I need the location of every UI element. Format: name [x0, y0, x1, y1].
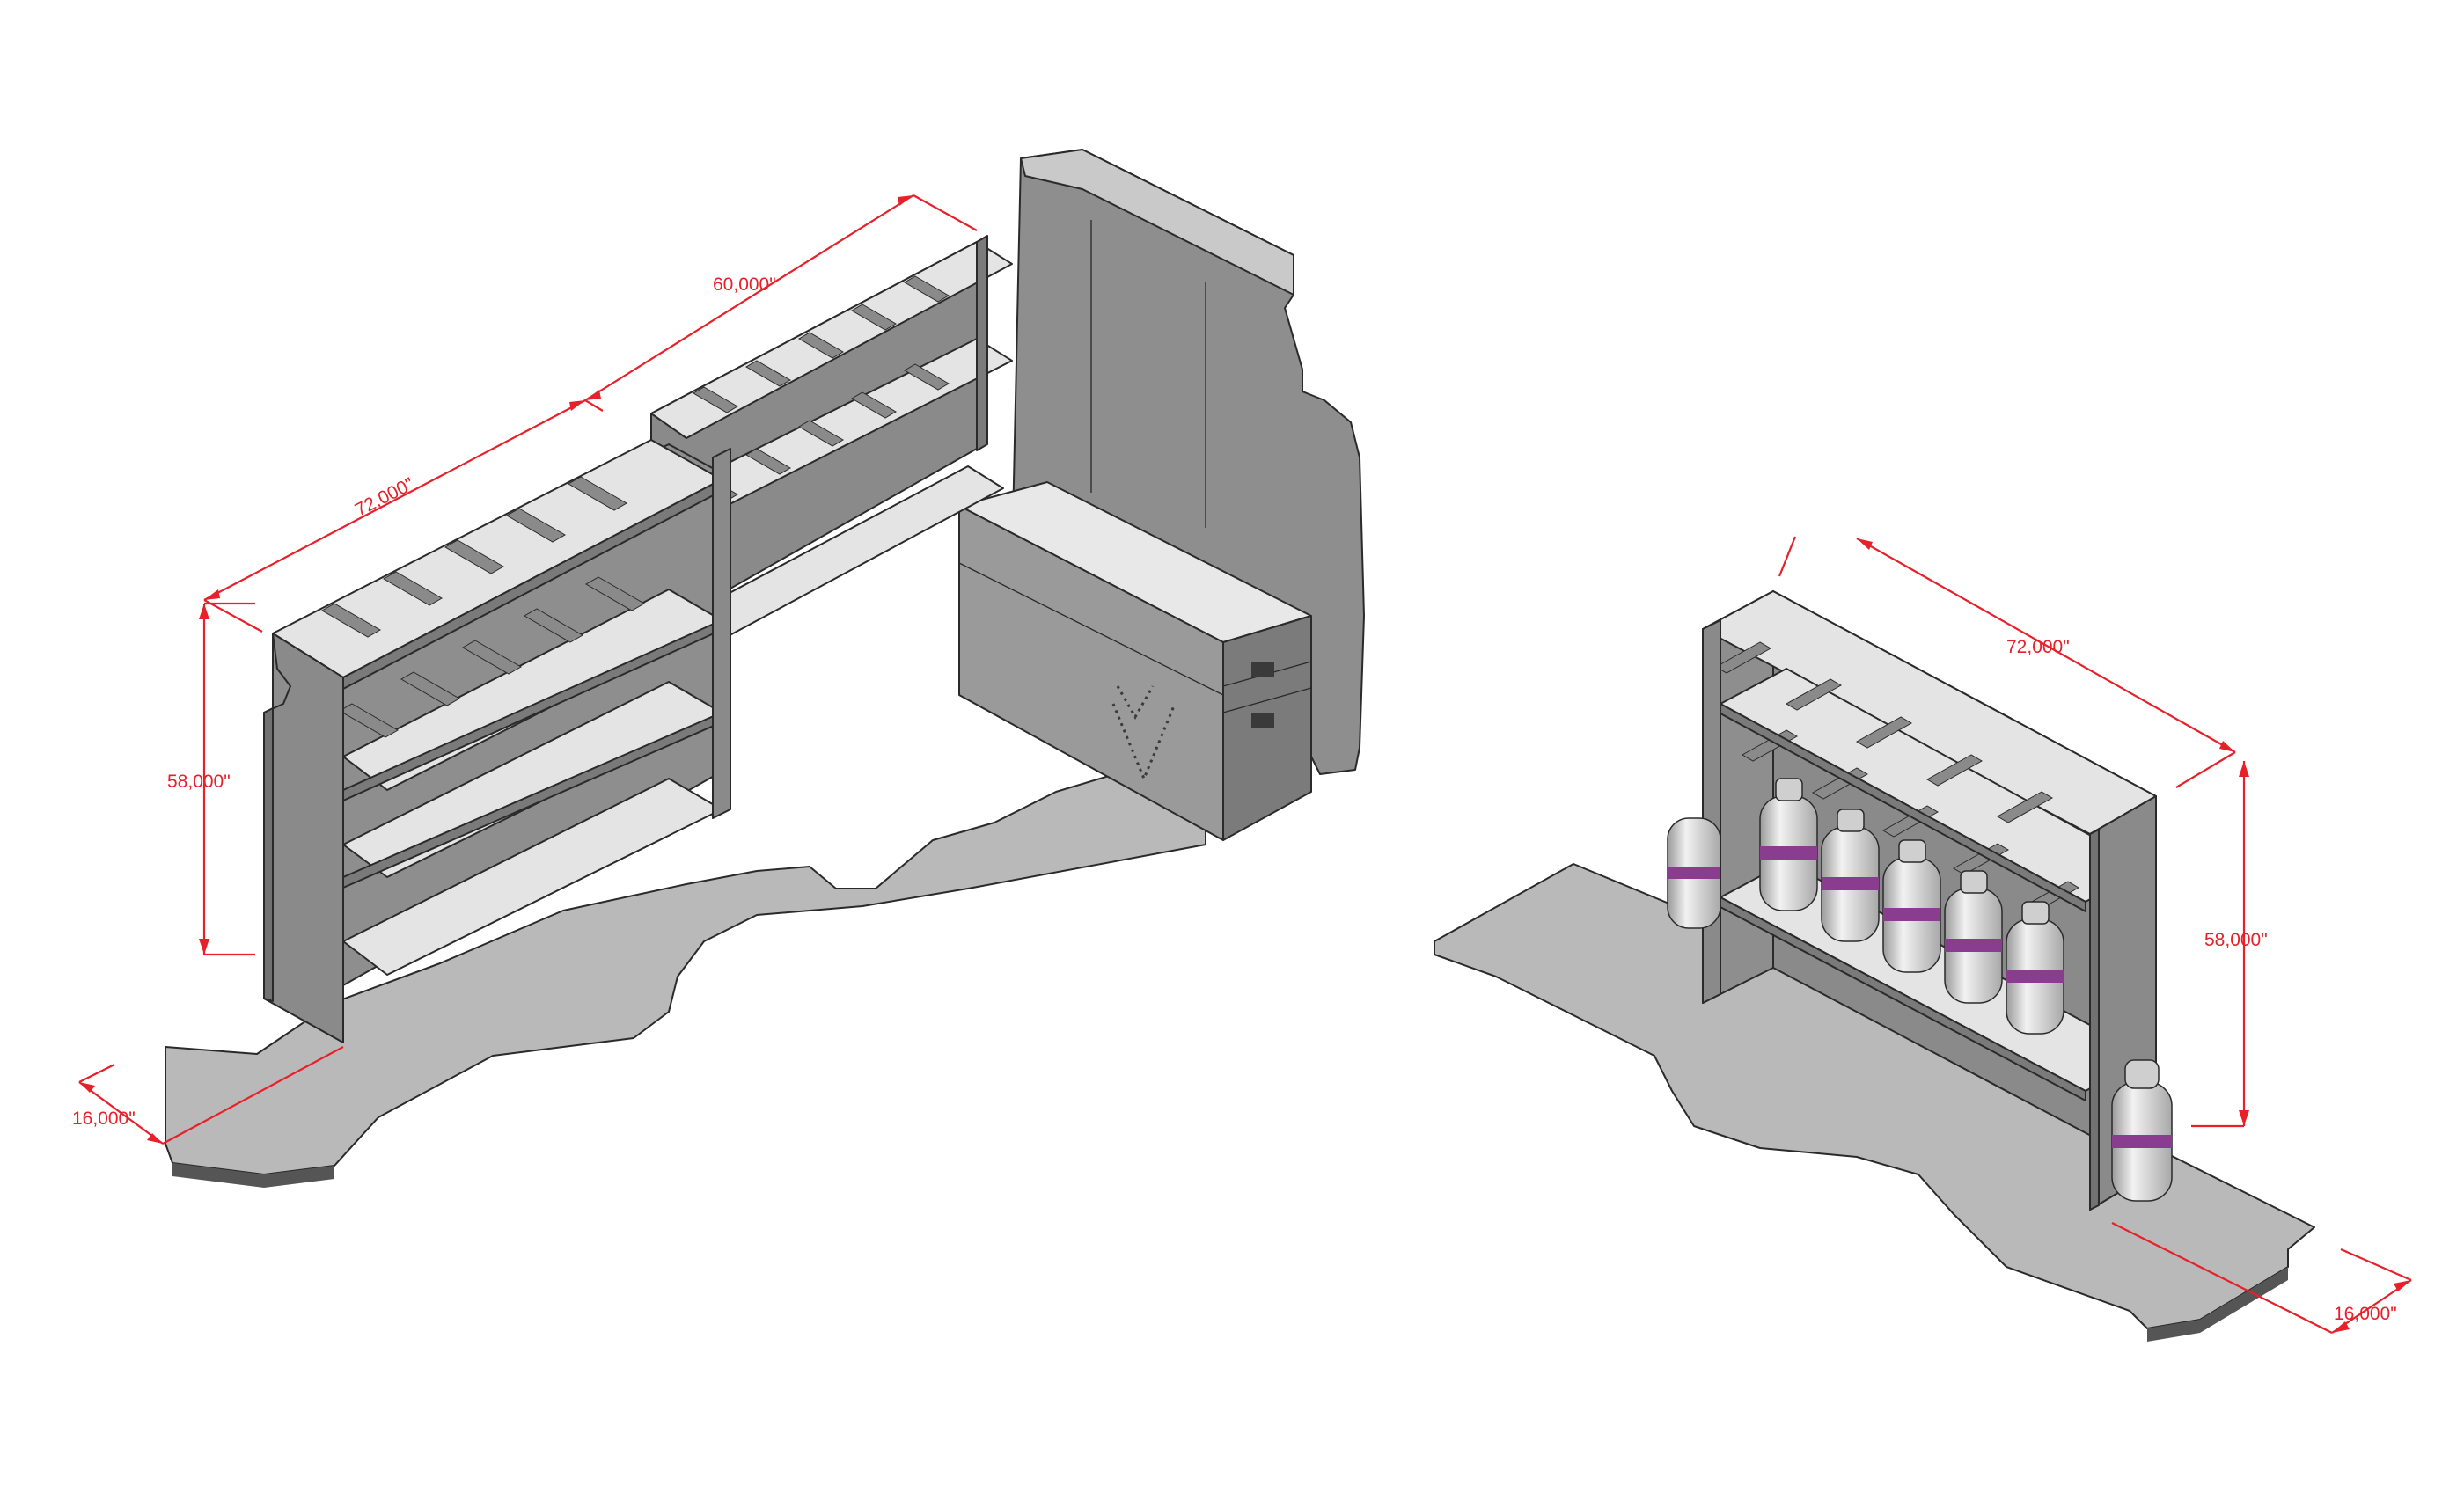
left-floor [165, 765, 1206, 1175]
left-floor-edge [172, 1163, 334, 1188]
rear-partition-top [1020, 149, 1294, 296]
propane-tank [2111, 1059, 2173, 1202]
shelf-unit-rear [650, 235, 1013, 640]
propane-tank [1667, 817, 1721, 929]
propane-tank [2006, 901, 2064, 1035]
propane-tanks [1667, 778, 2173, 1202]
front-upright-middle [712, 448, 731, 819]
left-assembly: 72,000" 60,000" 58,000" 16,000" [72, 149, 1365, 1188]
right-floor-edge [2147, 1267, 2288, 1342]
right-end-panel-left [1702, 619, 1721, 1004]
dim-right-depth: 16,000" [2334, 1304, 2397, 1324]
cabinet-box [958, 481, 1312, 841]
propane-tank [1944, 870, 2003, 1004]
dim-front-length: 72,000" [352, 474, 417, 521]
propane-tank [1821, 809, 1880, 942]
dim-rear-length: 60,000" [713, 274, 776, 295]
shelf-unit-front [263, 439, 731, 1043]
propane-tank [1882, 839, 1941, 973]
propane-tank [1759, 778, 1818, 911]
front-shelf-dividers [320, 476, 646, 738]
dim-depth: 16,000" [72, 1109, 136, 1129]
dim-right-length: 72,000" [2006, 637, 2070, 657]
right-assembly: 72,000" 58,000" 16,000" [1434, 536, 2412, 1342]
dim-height: 58,000" [167, 772, 231, 792]
dim-right-height: 58,000" [2204, 930, 2268, 950]
right-dimensions: 72,000" 58,000" 16,000" [1778, 536, 2412, 1334]
